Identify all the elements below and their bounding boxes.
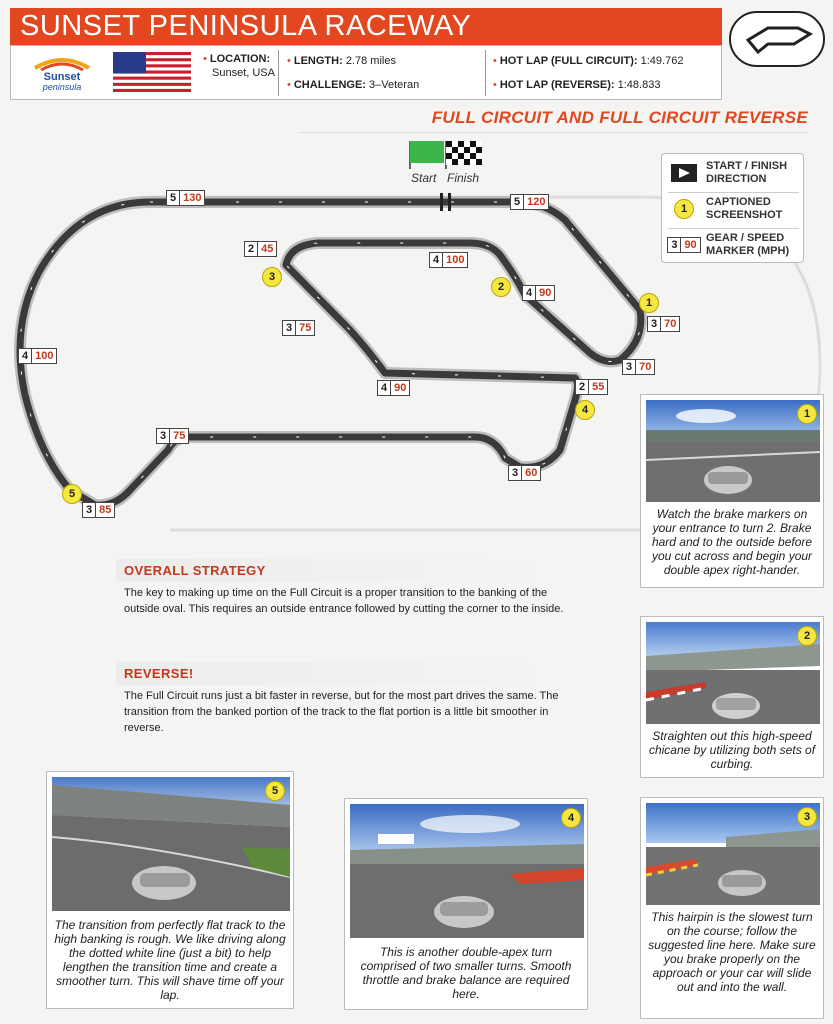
legend-caption-dot: 1 (674, 199, 694, 219)
legend-caption-line2: SCREENSHOT (706, 209, 783, 221)
location-info: •LOCATION: Sunset, USA (203, 53, 275, 79)
hotlap-reverse-info: •HOT LAP (REVERSE): 1:48.833 (493, 79, 661, 91)
checkered-flag-icon (446, 141, 482, 165)
legend-gear-line2: MARKER (MPH) (706, 245, 790, 257)
screenshot-card-5: 5 The transition from perfectly flat tra… (46, 771, 294, 1009)
screenshot-1 (646, 400, 820, 502)
overall-strategy-body: The key to making up time on the Full Ci… (124, 587, 564, 615)
hotlap-reverse-value: 1:48.833 (617, 79, 661, 91)
hotlap-full-value: 1:49.762 (640, 55, 684, 67)
green-flag-icon (410, 141, 444, 163)
start-label: Start (411, 171, 437, 185)
screenshot-caption: This hairpin is the slowest turn on the … (648, 910, 816, 994)
map-caption-1: 1 (639, 293, 659, 313)
screenshot-caption: The transition from perfectly flat track… (54, 918, 286, 1002)
screenshot-2 (646, 622, 820, 724)
page-title: SUNSET PENINSULA RACEWAY (20, 10, 472, 42)
screenshot-caption: Straighten out this high-speed chicane b… (648, 729, 816, 771)
usa-flag-icon (113, 52, 191, 92)
overall-strategy-heading: OVERALL STRATEGY (116, 559, 570, 582)
legend-direction-line1: START / FINISH (706, 160, 788, 172)
screenshot-number: 3 (797, 807, 817, 827)
screenshot-caption: Watch the brake markers on your entrance… (651, 507, 813, 577)
screenshot-5 (52, 777, 290, 911)
info-divider (485, 50, 486, 96)
info-divider (278, 50, 279, 96)
challenge-label: CHALLENGE: (293, 79, 366, 91)
location-value: Sunset, USA (212, 67, 275, 79)
legend-gear-line1: GEAR / SPEED (706, 232, 785, 244)
section-title: FULL CIRCUIT AND FULL CIRCUIT REVERSE (300, 108, 808, 133)
start-finish-line (440, 193, 443, 211)
screenshot-number: 2 (797, 626, 817, 646)
logo-text-sunset: Sunset (44, 71, 81, 83)
screenshot-number: 4 (561, 808, 581, 828)
map-caption-5: 5 (62, 484, 82, 504)
finish-label: Finish (447, 171, 480, 185)
title-bar: SUNSET PENINSULA RACEWAY (10, 8, 722, 45)
challenge-value: 3–Veteran (369, 79, 420, 91)
screenshot-caption: This is another double-apex turn compris… (360, 945, 572, 1001)
map-caption-3: 3 (262, 267, 282, 287)
legend-direction-line2: DIRECTION (706, 173, 767, 185)
screenshot-card-2: 2 Straighten out this high-speed chicane… (640, 616, 824, 778)
track-outline-icon (729, 11, 825, 67)
legend-caption-line1: CAPTIONED (706, 196, 771, 208)
reverse-body: The Full Circuit runs just a bit faster … (124, 690, 559, 734)
map-caption-2: 2 (491, 277, 511, 297)
hotlap-full-info: •HOT LAP (FULL CIRCUIT): 1:49.762 (493, 55, 684, 67)
sunset-peninsula-logo: Sunset peninsula (33, 58, 91, 92)
screenshot-number: 5 (265, 781, 285, 801)
hotlap-reverse-label: HOT LAP (REVERSE): (499, 79, 615, 91)
logo-text-peninsula: peninsula (42, 82, 82, 92)
screenshot-card-4: 4 This is another double-apex turn compr… (344, 798, 588, 1010)
reverse-heading: REVERSE! (116, 662, 570, 685)
map-caption-4: 4 (575, 400, 595, 420)
screenshot-card-3: 3 This hairpin is the slowest turn on th… (640, 797, 824, 1019)
direction-arrow-icon (671, 164, 697, 182)
screenshot-3 (646, 803, 820, 905)
screenshot-card-1: 1 Watch the brake markers on your entran… (640, 394, 824, 588)
challenge-info: •CHALLENGE: 3–Veteran (287, 79, 420, 91)
length-info: •LENGTH: 2.78 miles (287, 55, 396, 67)
hotlap-full-label: HOT LAP (FULL CIRCUIT): (499, 55, 638, 67)
length-value: 2.78 miles (345, 55, 396, 67)
length-label: LENGTH: (293, 55, 343, 67)
location-label: LOCATION: (209, 53, 271, 65)
screenshot-4 (350, 804, 584, 938)
screenshot-number: 1 (797, 404, 817, 424)
track-info-box: Sunset peninsula •LOCATION: Sunset, USA … (10, 45, 722, 100)
